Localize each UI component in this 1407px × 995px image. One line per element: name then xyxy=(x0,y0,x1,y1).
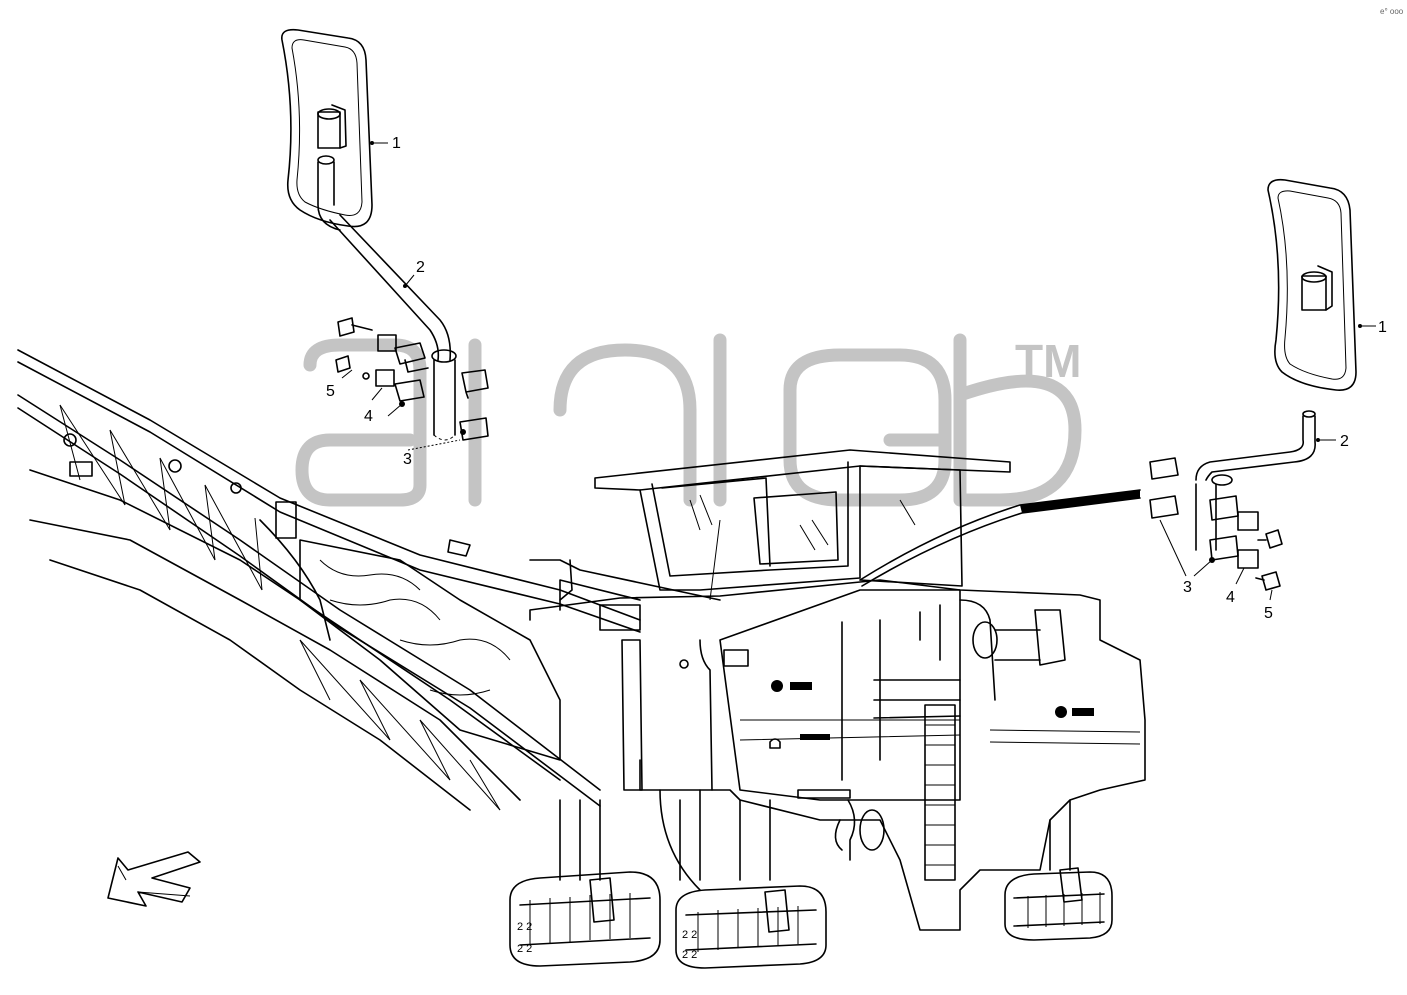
track-units: 2 2 2 2 2 2 2 2 xyxy=(509,789,1113,969)
left-callout-4: 4 xyxy=(364,408,373,425)
corner-mark: e° ooo xyxy=(1380,7,1404,16)
right-callout-4: 4 xyxy=(1226,589,1235,606)
right-callout-5: 5 xyxy=(1264,605,1273,622)
svg-text:2 2: 2 2 xyxy=(517,921,532,933)
svg-text:2 2: 2 2 xyxy=(682,929,697,941)
trademark-symbol: TM xyxy=(1015,335,1081,387)
left-mirror-glass xyxy=(281,28,373,228)
left-bolts xyxy=(335,317,373,380)
right-clamp-set xyxy=(1149,457,1259,569)
right-callout-3: 3 xyxy=(1183,579,1192,596)
operator-cab xyxy=(594,449,1141,601)
track-right xyxy=(1004,867,1113,941)
right-mirror-assembly: 1 2 3 4 5 xyxy=(1149,178,1387,622)
right-mirror-arm xyxy=(1195,415,1316,481)
svg-text:2 2: 2 2 xyxy=(682,949,697,961)
track-left: 2 2 2 2 xyxy=(509,871,661,967)
right-callout-1: 1 xyxy=(1378,319,1387,336)
direction-arrow-icon xyxy=(107,851,201,907)
machine-body xyxy=(447,539,1146,931)
left-mirror-mount xyxy=(317,104,347,231)
right-mirror-mount xyxy=(1301,265,1333,311)
left-callout-3: 3 xyxy=(403,451,412,468)
conveyor-boom xyxy=(17,349,641,811)
left-callout-5: 5 xyxy=(326,383,335,400)
right-callout-2: 2 xyxy=(1340,433,1349,450)
left-mirror-arm xyxy=(329,214,452,361)
right-mirror-glass xyxy=(1267,178,1357,391)
svg-text:2 2: 2 2 xyxy=(517,943,532,955)
left-mirror-assembly: 1 2 3 4 5 xyxy=(281,28,489,468)
left-callout-2: 2 xyxy=(416,259,425,276)
left-callout-1: 1 xyxy=(392,135,401,152)
right-bolts xyxy=(1255,529,1283,591)
track-middle: 2 2 2 2 xyxy=(675,885,827,969)
